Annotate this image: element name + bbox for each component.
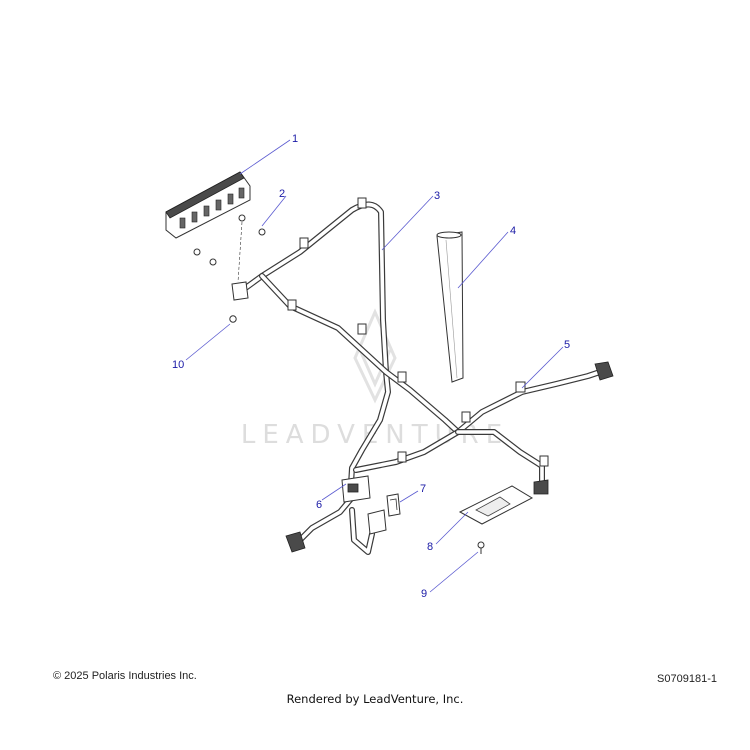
callout-5[interactable]: 5	[564, 339, 570, 351]
conduit-sleeve[interactable]	[436, 231, 464, 383]
screw[interactable]	[193, 214, 266, 283]
nut[interactable]	[229, 315, 237, 323]
wiring-harness[interactable]	[231, 197, 614, 555]
leader-lines	[185, 139, 564, 593]
dome-light[interactable]	[458, 485, 534, 525]
callout-3[interactable]: 3	[434, 190, 440, 202]
callout-7[interactable]: 7	[420, 483, 426, 495]
callout-2[interactable]: 2	[279, 188, 285, 200]
connector-bracket[interactable]	[341, 475, 371, 503]
mounting-screw[interactable]	[477, 541, 485, 554]
retaining-clip[interactable]	[386, 493, 401, 517]
rendered-by-credit: Rendered by LeadVenture, Inc.	[286, 692, 464, 706]
callout-8[interactable]: 8	[427, 541, 433, 553]
callout-9[interactable]: 9	[421, 588, 427, 600]
callout-4[interactable]: 4	[510, 225, 516, 237]
copyright-notice: © 2025 Polaris Industries Inc.	[53, 670, 197, 682]
callout-10[interactable]: 10	[172, 359, 184, 371]
diagram-id: S0709181-1	[657, 673, 717, 685]
callouts: 1 2 3 4 5 6 7 8 9 10	[172, 133, 570, 600]
callout-1[interactable]: 1	[292, 133, 298, 145]
callout-6[interactable]: 6	[316, 499, 322, 511]
fuse-block[interactable]	[165, 171, 251, 239]
